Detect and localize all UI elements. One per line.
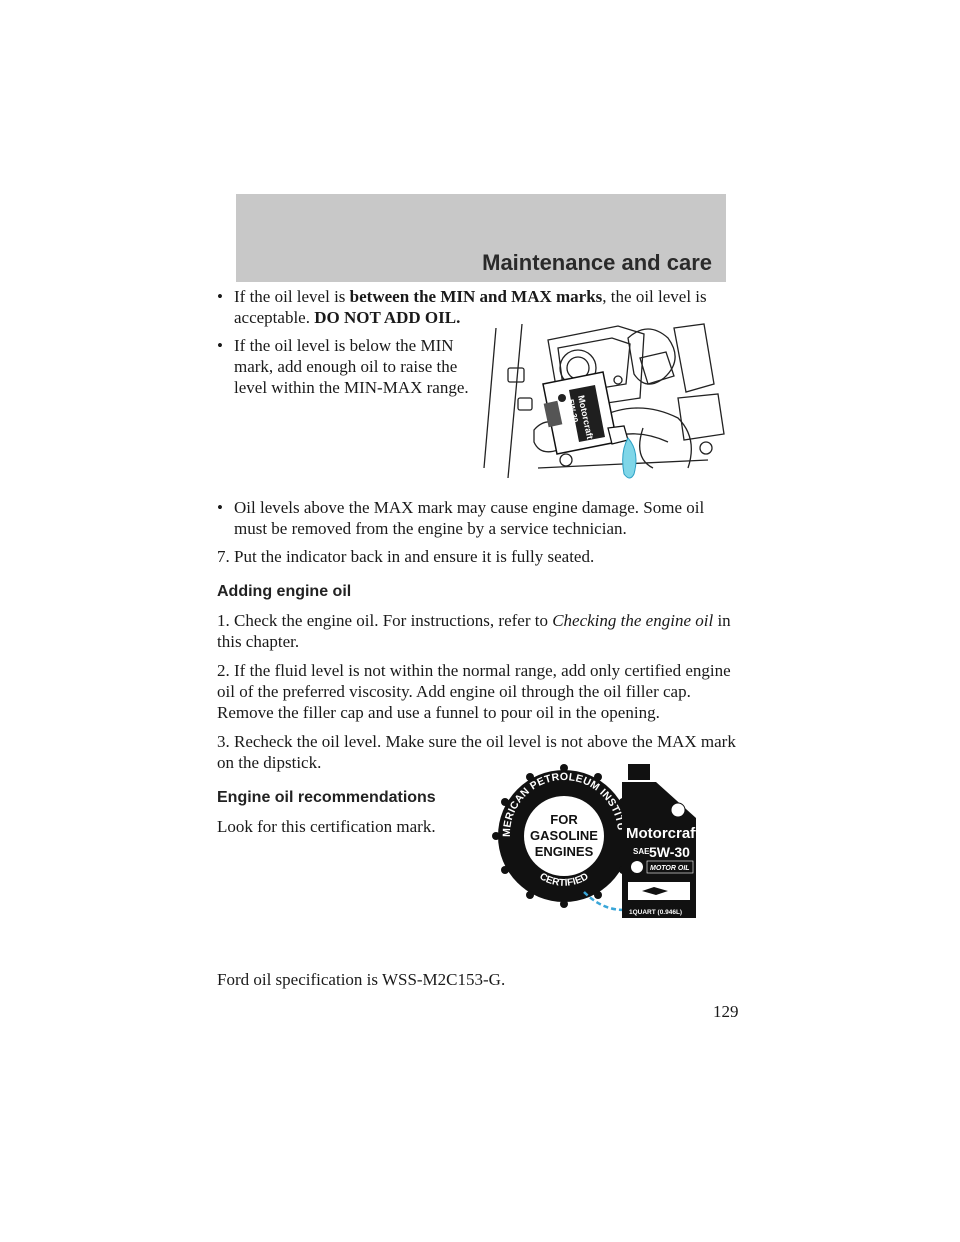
svg-text:Motorcraft: Motorcraft [626,825,700,842]
heading-adding-engine-oil: Adding engine oil [217,583,352,600]
svg-text:SAE: SAE [633,847,650,856]
adding-step-2: 2. If the fluid level is not within the … [217,661,731,722]
svg-text:5W-30: 5W-30 [649,844,690,860]
step-7: 7. Put the indicator back in and ensure … [217,547,595,566]
svg-text:ENGINES: ENGINES [535,844,594,859]
adding-step-3: 3. Recheck the oil level. Make sure the … [217,732,736,772]
svg-text:FOR: FOR [550,812,578,827]
oil-specification: Ford oil specification is WSS-M2C153-G. [217,970,506,989]
svg-text:CERTIFIED: CERTIFIED [537,871,590,889]
cert-instruction: Look for this certification mark. [217,817,436,836]
page-content: • If the oil level is between the MIN an… [217,286,737,998]
svg-text:GASOLINE: GASOLINE [530,828,598,843]
adding-step-1: 1. Check the engine oil. For instruction… [217,611,731,651]
svg-text:1QUART (0.946L): 1QUART (0.946L) [629,909,682,916]
page-number: 129 [713,1002,739,1021]
bullet-dot: • [217,336,223,355]
oil-stream-icon [622,437,637,479]
chapter-header-band: Maintenance and care [236,194,726,282]
engine-oil-bottle-icon: Motorcraft 5W-30 [542,371,629,455]
heading-oil-recommendations: Engine oil recommendations [217,789,436,806]
bullet-below-min: • If the oil level is below the MIN mark… [217,336,469,397]
api-certification-illustration: AMERICAN PETROLEUM INSTITUTE CERTIFIED F… [492,764,700,918]
bullet-dot: • [217,498,223,517]
chapter-title: Maintenance and care [482,250,712,275]
bullet-acceptable: • If the oil level is between the MIN an… [217,287,707,327]
bullet-above-max: • Oil levels above the MAX mark may caus… [217,498,705,538]
motor-oil-bottle-icon: Motorcraft SAE 5W-30 MOTOR OIL 1QUART (0… [622,764,700,918]
svg-text:MOTOR OIL: MOTOR OIL [650,865,690,872]
engine-oil-fill-illustration: Motorcraft 5W-30 [483,323,725,479]
bullet-dot: • [217,287,223,306]
api-certification-mark-icon: AMERICAN PETROLEUM INSTITUTE CERTIFIED F… [492,764,636,908]
pointer-arrow-icon [583,891,625,912]
